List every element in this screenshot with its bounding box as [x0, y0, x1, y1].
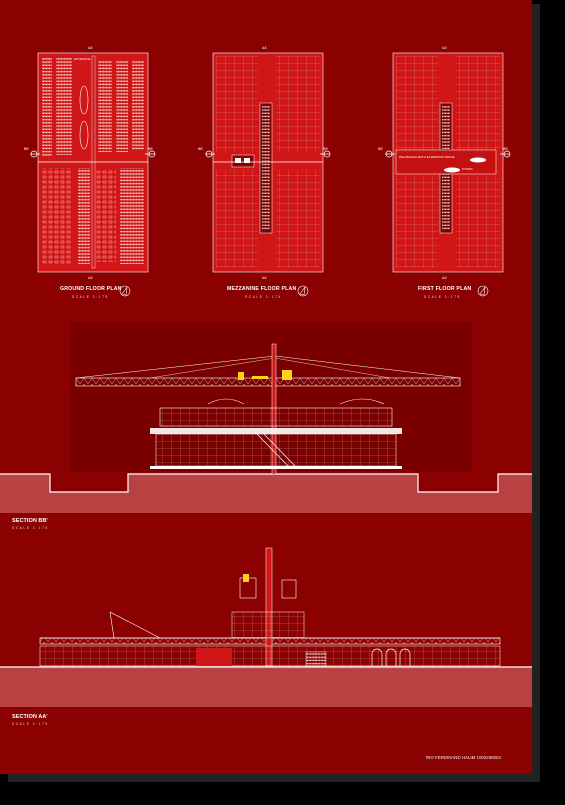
first-plan-title: FIRST FLOOR PLAN [418, 286, 472, 292]
exhibition-label: PELABUHAN RATU EXHIBITION SPACE [399, 155, 455, 159]
section-aa-title: SECTION AA' [12, 714, 48, 720]
north-arrow-icon [477, 285, 489, 297]
ground-plan-title: GROUND FLOOR PLAN [60, 286, 122, 292]
north-arrow-icon [297, 285, 309, 297]
svg-text:AA': AA' [262, 276, 268, 280]
section-bb-scale: SCALE 1:175 [12, 526, 49, 530]
svg-text:AA': AA' [262, 46, 268, 50]
svg-text:BB': BB' [378, 147, 384, 151]
section-markers: AA' AA' BB' BB' AA' AA' BB' BB' AA' AA' … [24, 46, 509, 280]
marker-aa-top: AA' [88, 46, 94, 50]
section-bb-drawing [0, 322, 532, 513]
ground-floor-plan: ENTRANCE [37, 52, 149, 273]
svg-text:BB': BB' [323, 147, 329, 151]
first-floor-plan: PELABUHAN RATU EXHIBITION SPACE KITCHEN [392, 52, 504, 273]
section-aa-scale: SCALE 1:175 [12, 722, 49, 726]
section-aa-drawing [0, 547, 532, 707]
mezzanine-plan-title: MEZZANINE FLOOR PLAN [227, 286, 297, 292]
svg-text:AA': AA' [442, 276, 448, 280]
kitchen-label: KITCHEN [462, 168, 473, 171]
section-bb-title: SECTION BB' [12, 518, 48, 524]
author-credit: RIO FERDINAND HALIM 1002268004 [426, 755, 501, 760]
marker-bb-right: BB' [148, 147, 154, 151]
first-plan-scale: SCALE 1:175 [424, 295, 461, 299]
svg-text:AA': AA' [442, 46, 448, 50]
mezzanine-plan-scale: SCALE 1:175 [245, 295, 282, 299]
mezzanine-floor-plan [212, 52, 324, 273]
ground-plan-scale: SCALE 1:175 [72, 295, 109, 299]
svg-text:BB': BB' [503, 147, 509, 151]
marker-bb-left: BB' [24, 147, 30, 151]
entrance-label: ENTRANCE [74, 57, 91, 61]
svg-text:BB': BB' [198, 147, 204, 151]
north-arrow-icons [119, 285, 489, 297]
north-arrow-icon [119, 285, 131, 297]
marker-aa-bottom: AA' [88, 276, 94, 280]
